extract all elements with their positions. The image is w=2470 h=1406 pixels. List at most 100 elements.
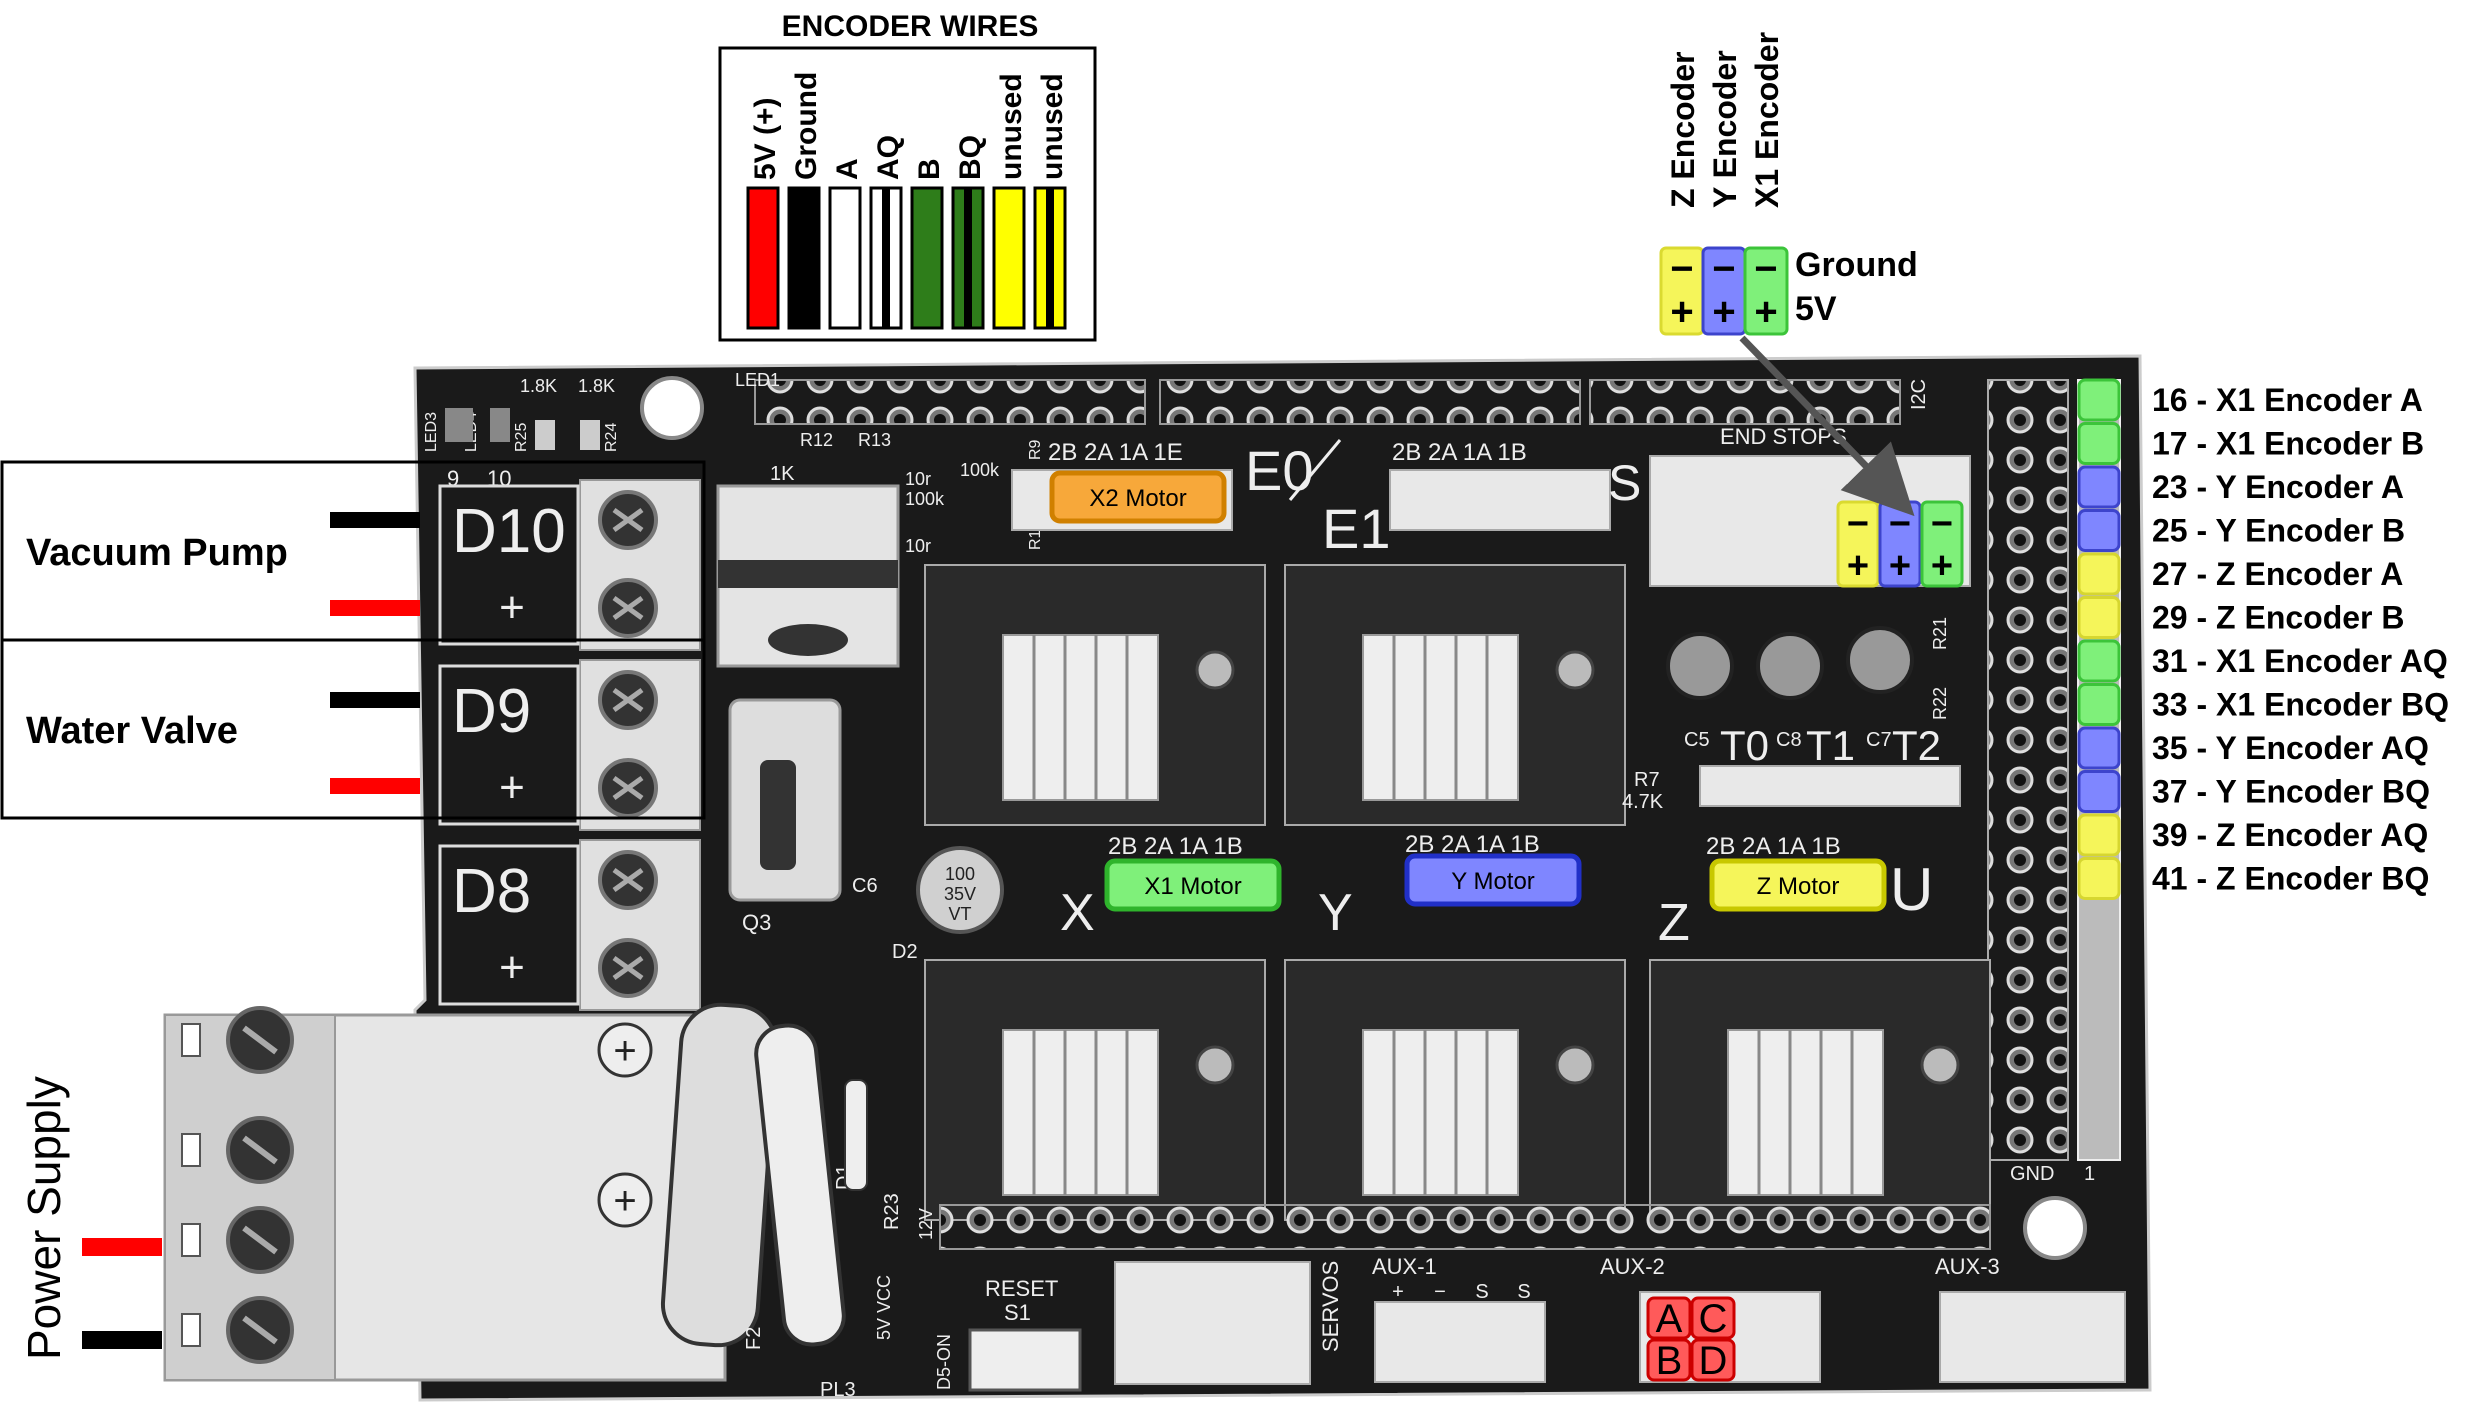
label-r7: R7 [1634, 769, 1660, 791]
driver-pin-header [1389, 469, 1611, 531]
mosfet-tab [718, 560, 898, 588]
driver-pot [1195, 1045, 1235, 1085]
terminal-plus: + [499, 763, 525, 812]
power-supply-label: Power Supply [18, 1076, 70, 1360]
motor-label: X2 Motor [1089, 485, 1186, 512]
fuse-f1 [754, 1023, 846, 1347]
wire-label: AQ [872, 135, 905, 180]
power-pin-slot [181, 1223, 201, 1257]
pin-highlight [2077, 465, 2121, 509]
axis-y: Y [1318, 884, 1353, 942]
label-1k: 1K [770, 463, 795, 485]
temp-t2: T2 [1892, 722, 1941, 769]
minus-sign: − [1670, 247, 1693, 291]
driver-pot [1920, 1045, 1960, 1085]
axis-z: Z [1658, 894, 1690, 952]
label-c8: C8 [1776, 729, 1802, 751]
axis-x: X [1060, 884, 1095, 942]
fuse-f2 [660, 1002, 779, 1348]
driver-pot [1195, 650, 1235, 690]
diode [844, 1079, 868, 1191]
driver-heatsink [1362, 1029, 1519, 1196]
label-c6: D2 [892, 941, 918, 963]
logo-u: U [1890, 856, 1933, 923]
label-4-7k: 4.7K [1622, 791, 1664, 813]
encoder-column-label: Y Encoder [1707, 50, 1743, 208]
plus-sign: + [1847, 545, 1869, 587]
wire-label: BQ [954, 135, 987, 180]
label-r9: R9 [1027, 439, 1044, 460]
axis-s: S [1608, 455, 1641, 511]
wire-label: unused [1036, 73, 1069, 180]
axis-e0: E0 [1245, 439, 1314, 502]
screw-slot [242, 1135, 278, 1165]
label-pl3: PL3 [820, 1379, 856, 1401]
terminal-label: D8 [452, 857, 531, 926]
label-12v: 12V [916, 1208, 936, 1240]
aux1-pin-symbol: + [1392, 1281, 1404, 1303]
screw-slot [612, 595, 644, 621]
mount-hole [640, 376, 704, 440]
screw-slot [612, 687, 644, 713]
smd-part [490, 408, 510, 442]
aux2-pin-highlight [1646, 1296, 1692, 1340]
pin-highlight [2077, 509, 2121, 552]
power-plus [597, 1172, 653, 1228]
terminal-label: D10 [452, 497, 566, 566]
minus-sign: − [1754, 247, 1777, 291]
wire-label: Ground [790, 72, 823, 180]
screw-slot [242, 1225, 278, 1255]
vacuum-pump-label: Vacuum Pump [26, 532, 288, 574]
label-100k: 100k [905, 489, 945, 509]
servos-label: SERVOS [1318, 1261, 1343, 1352]
label-r13: R13 [858, 430, 891, 450]
plus-sign: + [1754, 290, 1777, 334]
power-plus-sign: + [613, 1029, 636, 1073]
screw-slot [612, 507, 644, 533]
wire-swatch [828, 186, 862, 330]
minus-sign: − [1931, 503, 1953, 545]
wire-swatch [910, 186, 944, 330]
power-pin-slot [181, 1313, 201, 1347]
driver-pot [1555, 1045, 1595, 1085]
pin-highlight [2077, 422, 2121, 465]
plus-sign: + [1931, 545, 1953, 587]
screw-slot [242, 1025, 278, 1055]
pin-highlight [2077, 552, 2121, 596]
terminal-frame [438, 484, 580, 646]
reset-label: RESET [985, 1276, 1058, 1301]
pin-highlight [2077, 813, 2121, 857]
label-f1: F1 [823, 1297, 845, 1320]
aux1-label: AUX-1 [1372, 1254, 1437, 1279]
terminal-plus: + [499, 943, 525, 992]
label-r25: R25 [513, 423, 530, 452]
smd-part [445, 408, 473, 442]
motor-label-box [1709, 858, 1887, 912]
label-q3: Q3 [742, 910, 771, 935]
regulator-body [760, 760, 796, 870]
pin1-label: 1 [2084, 1163, 2095, 1185]
driver-heatsink [1002, 1029, 1159, 1196]
driver-heatsink [1727, 1029, 1884, 1196]
label-f2: F2 [743, 1327, 765, 1350]
wire-label: B [913, 158, 946, 180]
aux1-pin-symbol: S [1475, 1281, 1488, 1303]
minus-sign: − [1712, 247, 1735, 291]
label-r24: R24 [603, 423, 620, 452]
label-r23: C6 [852, 875, 878, 897]
minus-sign: − [1889, 503, 1911, 545]
pin-label: 35 - Y Encoder AQ [2152, 730, 2429, 766]
terminal-frame [438, 844, 580, 1006]
mosfet-hole [768, 624, 848, 656]
label-1-8k: 1.8K [578, 376, 615, 396]
aux2-pin-letter: D [1699, 1339, 1728, 1383]
plus-sign: + [1889, 545, 1911, 587]
pin-label: 23 - Y Encoder A [2152, 469, 2404, 505]
label-r22: R22 [1930, 687, 1950, 720]
temp-t0: T0 [1720, 722, 1769, 769]
screw-slot [612, 955, 644, 981]
wire-stripe [882, 188, 890, 328]
pin-label: 29 - Z Encoder B [2152, 600, 2405, 636]
